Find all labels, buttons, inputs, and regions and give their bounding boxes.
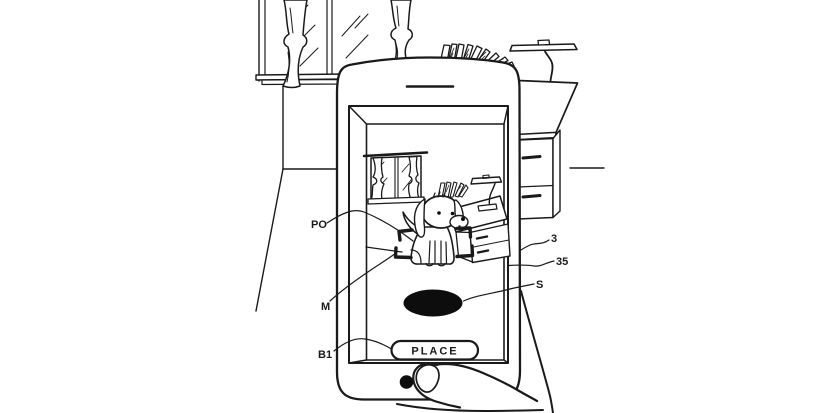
leader-s [462, 283, 535, 302]
leader-3 [520, 239, 550, 251]
thumb-top-edge [435, 362, 539, 403]
curtain-right [390, 0, 413, 64]
ar-drawer-handles [475, 235, 490, 254]
dog-haunch [410, 249, 422, 264]
ar-lamp-knob [482, 174, 490, 180]
smartphone: PLACE [335, 56, 522, 401]
ar-window [362, 151, 429, 205]
place-button-label: PLACE [411, 346, 458, 358]
leader-lines [326, 210, 555, 352]
leader-m [329, 252, 397, 302]
leader-35 [507, 260, 555, 267]
label-3: 3 [551, 233, 557, 245]
dog-ear-left [413, 198, 426, 238]
place-button-outline[interactable] [390, 339, 480, 361]
real-window [255, 0, 413, 89]
leader-b1 [333, 338, 393, 352]
ar-lamp-base [477, 203, 498, 212]
dog-fur-tuft [432, 191, 446, 199]
screen-bezel [348, 105, 509, 364]
leader-po [326, 210, 414, 242]
thumb-fill [414, 363, 545, 409]
marker-corner-br [455, 244, 475, 259]
dog-eye-right [450, 211, 455, 216]
user-hand [396, 290, 554, 413]
camera-viewfinder[interactable]: PLACE [362, 151, 511, 361]
floor-line-diagonal [255, 168, 284, 312]
hand-outer-edge [520, 290, 554, 413]
desk-side-panel [552, 129, 561, 219]
curtain-left-folds [286, 7, 294, 83]
dog-nose [461, 217, 465, 221]
thumbnail [415, 363, 440, 393]
shadow-ellipse [403, 289, 463, 317]
marker-corner-tr [455, 226, 473, 239]
reference-annotations: PO M B1 3 35 S [311, 210, 568, 361]
ar-lamp-head [470, 176, 503, 185]
ar-book-hatching [445, 184, 462, 193]
wall-floor-lines [255, 85, 605, 312]
ar-window-mullion [394, 156, 399, 202]
lamp-arm [544, 50, 554, 87]
desk-top [517, 79, 579, 136]
place-button[interactable]: PLACE [390, 339, 480, 361]
thumb-tip-edge [412, 362, 462, 409]
label-35: 35 [556, 256, 568, 268]
desk-drawer-divider [517, 184, 554, 188]
ar-desk-lamp [470, 174, 503, 212]
lamp-head [509, 43, 578, 52]
screen-bevel-lines [348, 105, 509, 364]
real-desk [517, 79, 579, 220]
window-mullion [326, 0, 333, 75]
ar-window-sill [367, 196, 425, 205]
label-m: M [321, 301, 330, 313]
home-button[interactable] [399, 375, 414, 389]
lamp-knob [537, 39, 551, 46]
label-s: S [536, 279, 543, 291]
ar-drawer-divider [470, 239, 510, 249]
hand-bottom-edge [396, 403, 544, 412]
label-po: PO [311, 219, 327, 231]
desk-drawer-handles [521, 155, 542, 199]
curtain-left [282, 0, 308, 89]
marker-corner-bl [393, 246, 413, 260]
ar-curtain-rod [362, 151, 429, 158]
dog-front-legs [425, 240, 448, 267]
dog[interactable] [402, 191, 469, 267]
window-sill-lip [261, 78, 342, 86]
dog-eye-left [437, 211, 441, 215]
label-b1: B1 [318, 349, 332, 361]
desk-drawer-front [517, 137, 554, 220]
